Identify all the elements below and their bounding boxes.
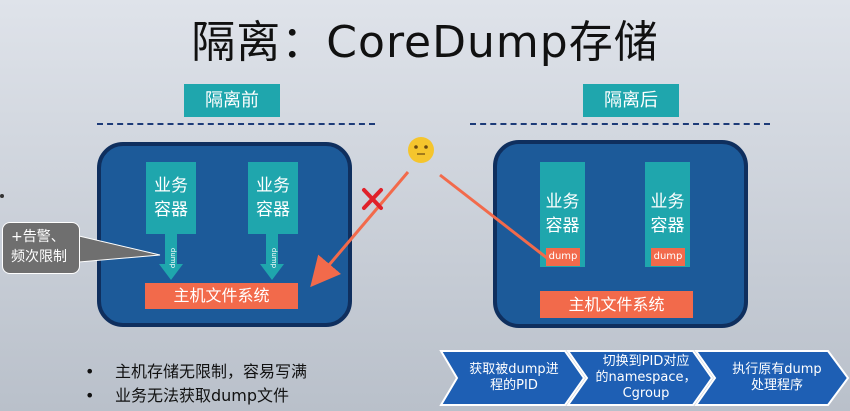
face-icon (408, 137, 434, 163)
redirect-arrow-before (310, 171, 410, 288)
step-2-label: 切换到PID对应 的namespace， Cgroup (595, 354, 697, 401)
container-label: 业务 容器 (650, 192, 685, 236)
before-pipe-2 (260, 234, 284, 280)
step-chevron-3 (694, 350, 850, 406)
pipe-label: dump (169, 248, 177, 269)
x-mark-icon (362, 188, 383, 210)
before-container-2: 业务 容器 (248, 162, 298, 234)
before-divider (97, 123, 375, 125)
after-dump-tag-2: dump (651, 248, 685, 266)
before-container-1: 业务 容器 (146, 162, 196, 234)
before-pipe-1 (159, 234, 183, 280)
step-3-label: 执行原有dump 处理程序 (732, 362, 822, 393)
pipe-label: dump (270, 248, 278, 269)
list-item: 业务无法获取dump文件 (85, 384, 307, 408)
after-label: 隔离后 (583, 84, 679, 117)
container-label: 业务 容器 (154, 176, 188, 220)
before-label: 隔离前 (184, 84, 280, 117)
step-1-label: 获取被dump进 程的PID (469, 362, 559, 393)
alert-callout: +告警、 频次限制 (2, 222, 80, 274)
container-label: 业务 容器 (545, 192, 580, 236)
edge-marker (0, 194, 4, 198)
redirect-arrow-after (439, 173, 548, 260)
after-dump-tag-1: dump (546, 248, 580, 266)
callout-pointer (78, 235, 161, 263)
page-title: 隔离：CoreDump存储 (191, 17, 659, 68)
step-chevron-2 (566, 350, 714, 406)
problem-list: 主机存储无限制，容易写满 业务无法获取dump文件 (85, 360, 307, 408)
container-label: 业务 容器 (256, 176, 290, 220)
after-divider (470, 123, 770, 125)
process-steps-text: 获取被dump进 程的PID 切换到PID对应 的namespace， Cgro… (440, 350, 850, 406)
before-host-fs: 主机文件系统 (145, 283, 298, 309)
list-item: 主机存储无限制，容易写满 (85, 360, 307, 384)
step-chevron-1 (439, 350, 586, 406)
process-steps (439, 350, 850, 406)
after-host-fs: 主机文件系统 (540, 291, 693, 318)
